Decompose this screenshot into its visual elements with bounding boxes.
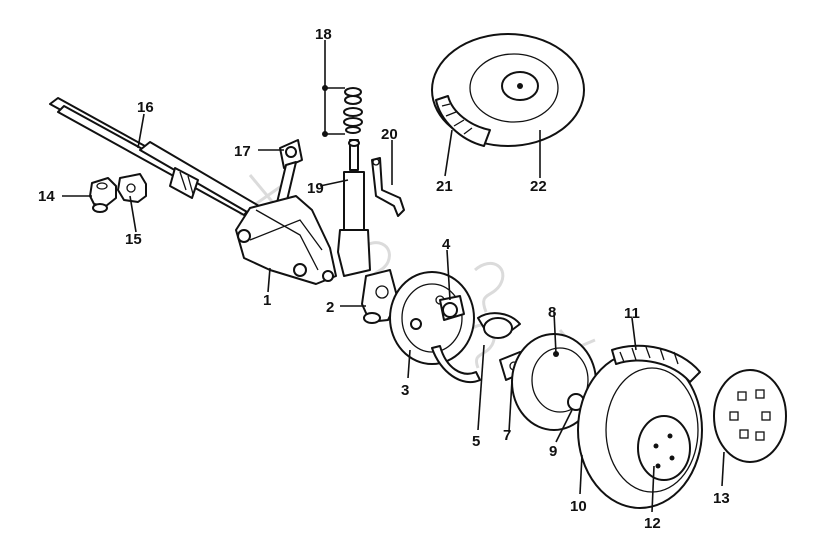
brake-shoe-upper (477, 312, 521, 339)
callout-11: 11 (624, 305, 640, 322)
tyre-tread-section (611, 344, 701, 383)
callout-10: 10 (570, 498, 587, 515)
shock-absorber (337, 139, 371, 277)
callout-15: 15 (125, 231, 142, 248)
callout-2: 2 (326, 299, 334, 316)
wheel-cylinder (439, 295, 465, 321)
brake-hose (371, 157, 405, 217)
callout-12: 12 (644, 515, 661, 532)
callout-18: 18 (315, 26, 332, 43)
callout-7: 7 (503, 427, 511, 444)
callout-13: 13 (713, 490, 730, 507)
leader-lines (62, 40, 725, 513)
callout-1: 1 (263, 292, 271, 309)
callout-14: 14 (38, 188, 55, 205)
shock-mount-kit (343, 87, 363, 134)
callout-5: 5 (472, 433, 480, 450)
mounting-bracket (117, 173, 147, 203)
callout-17: 17 (234, 143, 251, 160)
road-wheel (577, 351, 703, 509)
callout-20: 20 (381, 126, 398, 143)
callout-8: 8 (548, 304, 556, 321)
hub-cap (713, 369, 787, 463)
callout-9: 9 (549, 443, 557, 460)
stub-axle (361, 269, 399, 324)
axle-arm (235, 195, 337, 285)
brake-backing-plate (389, 271, 475, 365)
callout-19: 19 (307, 180, 324, 197)
callout-3: 3 (401, 382, 409, 399)
callout-21: 21 (436, 178, 453, 195)
callout-16: 16 (137, 99, 154, 116)
rubber-bush (89, 177, 117, 213)
callout-4: 4 (442, 236, 451, 253)
callout-labels: 1 2 3 4 5 7 8 9 10 11 12 13 14 15 16 17 … (38, 26, 730, 532)
callout-22: 22 (530, 178, 547, 195)
brake-shoe-lower (431, 345, 481, 383)
spare-wheel (431, 33, 585, 147)
